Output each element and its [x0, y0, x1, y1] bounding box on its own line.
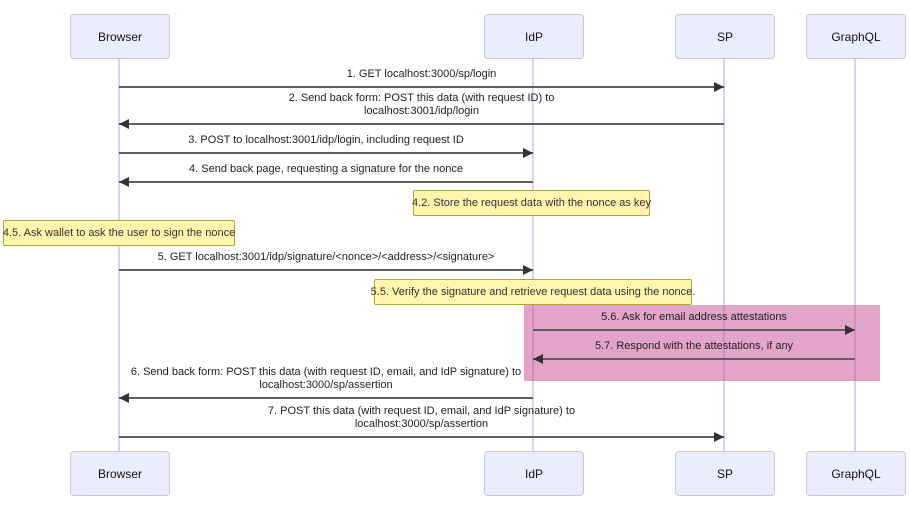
actor-box-graphql-top: GraphQL [806, 14, 906, 59]
message-line [119, 86, 724, 88]
message-label: 4. Send back page, requesting a signatur… [119, 163, 533, 176]
note-box-over-browser: 4.5. Ask wallet to ask the user to sign … [3, 220, 235, 246]
actor-label: IdP [524, 29, 543, 44]
actor-box-sp-bottom: SP [675, 451, 775, 496]
message-label: 1. GET localhost:3000/sp/login [119, 68, 724, 81]
actor-box-idp-bottom: IdP [484, 451, 584, 496]
message-label-line: localhost:3000/sp/assertion [259, 379, 393, 391]
arrowhead-icon [119, 119, 129, 129]
message-label: 5. GET localhost:3001/idp/signature/<non… [119, 251, 533, 264]
arrowhead-icon [523, 265, 533, 275]
arrowhead-icon [119, 177, 129, 187]
message-label: 6. Send back form: POST this data (with … [119, 366, 533, 392]
message-label: 5.7. Respond with the attestations, if a… [533, 340, 855, 353]
arrowhead-icon [523, 148, 533, 158]
note-text: 4.5. Ask wallet to ask the user to sign … [2, 227, 236, 239]
message-label: 7. POST this data (with request ID, emai… [119, 405, 724, 431]
actor-label: GraphQL [831, 466, 881, 481]
actor-label: Browser [97, 466, 142, 481]
arrowhead-icon [714, 82, 724, 92]
note-text: 4.2. Store the request data with the non… [411, 197, 652, 209]
message-label: 2. Send back form: POST this data (with … [119, 92, 724, 118]
message-line [119, 181, 533, 183]
message-label-line: localhost:3000/sp/assertion [354, 418, 489, 430]
arrowhead-icon [845, 325, 855, 335]
actor-label: SP [716, 466, 733, 481]
arrowhead-icon [119, 393, 129, 403]
message-label: 3. POST to localhost:3001/idp/login, inc… [119, 134, 533, 147]
message-label-line: 2. Send back form: POST this data (with … [288, 92, 555, 104]
actor-label: IdP [524, 466, 543, 481]
lifeline-idp [532, 56, 534, 452]
message-label-line: 4. Send back page, requesting a signatur… [189, 163, 463, 175]
message-label-line: 5.6. Ask for email address attestations [601, 311, 787, 323]
actor-label: SP [716, 29, 733, 44]
message-label-line: localhost:3001/idp/login [364, 105, 479, 117]
lifeline-sp [723, 56, 725, 452]
actor-box-graphql-bottom: GraphQL [806, 451, 906, 496]
message-line [119, 269, 533, 271]
message-label: 5.6. Ask for email address attestations [533, 311, 855, 324]
message-label-line: 5.7. Respond with the attestations, if a… [594, 340, 794, 352]
lifeline-browser [118, 56, 120, 452]
message-label-line: 6. Send back form: POST this data (with … [130, 366, 522, 378]
highlight-rect [524, 305, 880, 381]
actor-box-browser-bottom: Browser [70, 451, 170, 496]
message-label-line: 3. POST to localhost:3001/idp/login, inc… [188, 134, 464, 146]
message-label-line: 7. POST this data (with request ID, emai… [267, 405, 576, 417]
lifeline-graphql [854, 56, 856, 452]
actor-box-browser-top: Browser [70, 14, 170, 59]
actor-box-sp-top: SP [675, 14, 775, 59]
message-label-line: 1. GET localhost:3000/sp/login [346, 68, 497, 80]
actor-label: Browser [97, 29, 142, 44]
note-box-over-idp: 5.5. Verify the signature and retrieve r… [371, 279, 695, 305]
message-line [119, 123, 724, 125]
note-text: 5.5. Verify the signature and retrieve r… [370, 286, 696, 298]
actor-label: GraphQL [831, 29, 881, 44]
note-box-over-idp: 4.2. Store the request data with the non… [411, 190, 652, 216]
message-line [533, 329, 855, 331]
arrowhead-icon [714, 432, 724, 442]
message-line [119, 152, 533, 154]
arrowhead-icon [533, 354, 543, 364]
message-line [119, 397, 533, 399]
actor-box-idp-top: IdP [484, 14, 584, 59]
message-line [119, 436, 724, 438]
message-line [533, 358, 855, 360]
message-label-line: 5. GET localhost:3001/idp/signature/<non… [157, 251, 495, 263]
